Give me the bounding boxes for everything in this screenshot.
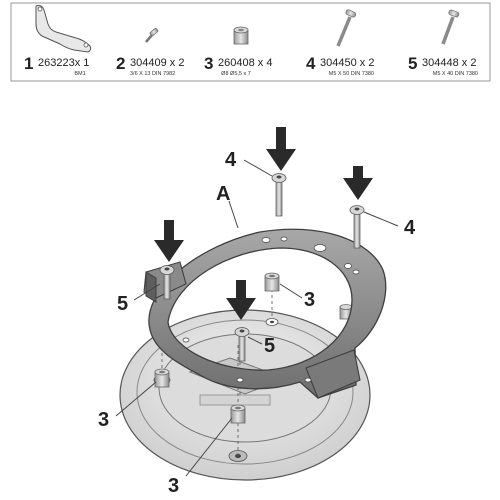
callout-bolt-right: 4 <box>404 217 416 239</box>
part-2-code: 304409 x 2 <box>130 57 184 69</box>
part-1-code: 263223x 1 <box>38 57 89 69</box>
part-5-number: 5 <box>408 54 417 73</box>
part-3-spec: Ø8 Ø5,5 x 7 <box>221 71 251 77</box>
callout-spacer-bottom: 3 <box>168 475 179 497</box>
callout-bolt-top: 4 <box>225 149 237 171</box>
bolt-center-short <box>234 327 250 362</box>
part-5-code: 304448 x 2 <box>422 57 476 69</box>
spacer-bottom <box>230 404 246 424</box>
part-2-spec: 3/6 X 13 DIN 7982 <box>130 71 175 77</box>
callout-ring-a: A <box>216 183 230 205</box>
spacer-ring-right <box>339 304 353 320</box>
arrow-top <box>266 127 296 171</box>
arrow-right <box>343 166 373 200</box>
bolt-left-short <box>159 265 175 300</box>
arrow-center <box>226 280 256 320</box>
part-2-illustration <box>145 27 159 43</box>
part-5-illustration <box>441 9 460 45</box>
leader-lines <box>115 159 399 477</box>
bolt-right-long <box>349 205 365 249</box>
part-3-code: 260408 x 4 <box>218 57 272 69</box>
spacer-left <box>154 368 170 388</box>
washer-right <box>265 318 279 326</box>
part-1-illustration <box>35 5 92 53</box>
part-1-spec: BM1 <box>74 71 85 77</box>
callout-spacer-right: 3 <box>304 289 315 311</box>
arrow-left <box>154 220 184 262</box>
part-4-code: 304450 x 2 <box>320 57 374 69</box>
callout-bolt-center: 5 <box>264 335 275 357</box>
spacer-right <box>264 272 280 292</box>
part-5-spec: M5 X 40 DIN 7380 <box>433 71 478 77</box>
part-4-number: 4 <box>306 54 316 73</box>
part-1-number: 1 <box>24 54 33 73</box>
part-4-spec: M5 X 50 DIN 7380 <box>329 71 374 77</box>
bolt-top-long <box>271 173 287 217</box>
part-2-number: 2 <box>116 54 125 73</box>
parts-list: 1 263223x 1 BM1 2 304409 x 2 3/6 X 13 DI… <box>10 2 491 82</box>
part-4-illustration <box>336 9 357 47</box>
ring-holes <box>182 236 360 383</box>
part-3-illustration <box>233 26 249 45</box>
part-3-number: 3 <box>204 54 213 73</box>
callout-spacer-left: 3 <box>98 409 109 431</box>
callout-bolt-left: 5 <box>117 293 128 315</box>
